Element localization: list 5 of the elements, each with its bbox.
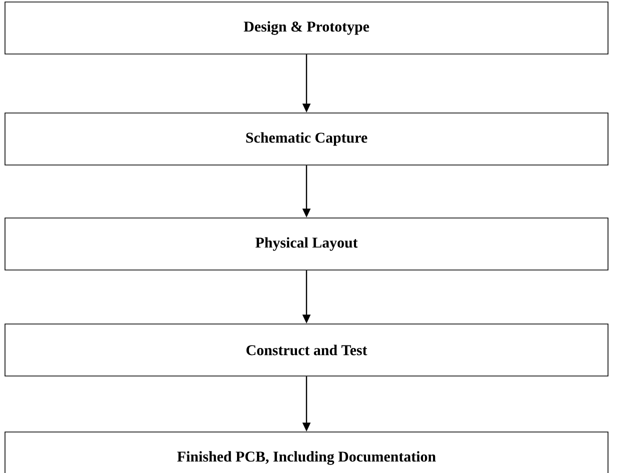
process-box: Physical Layout — [4, 218, 608, 270]
process-box: Design & Prototype — [4, 2, 608, 54]
process-box: Finished PCB, Including Documentation — [4, 432, 608, 473]
process-box: Construct and Test — [4, 324, 608, 376]
process-box: Schematic Capture — [4, 112, 608, 166]
